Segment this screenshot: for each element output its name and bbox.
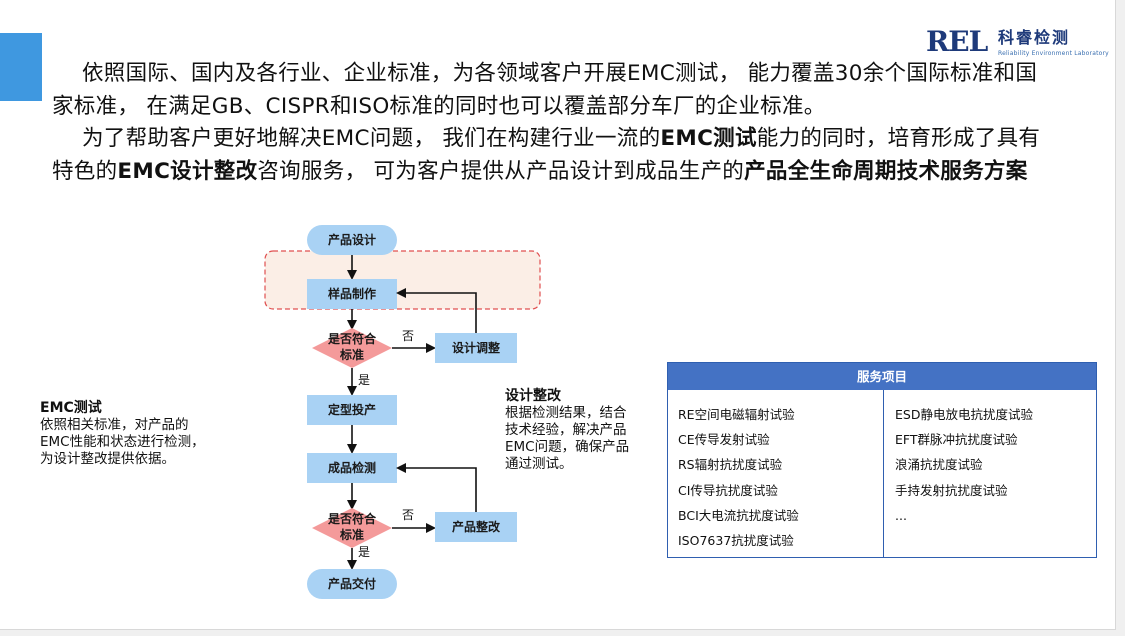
design-fix-line: 根据检测结果，结合 bbox=[505, 405, 627, 421]
service-item: 手持发射抗扰度试验 bbox=[895, 482, 1008, 498]
node-product-rectify-label: 产品整改 bbox=[452, 519, 501, 534]
node-sample-making-label: 样品制作 bbox=[328, 286, 376, 301]
intro-p2-text-c: 能力的同时，培育形成了具有特色的 bbox=[52, 126, 1041, 184]
label-yes-2: 是 bbox=[358, 545, 370, 559]
intro-text: 依照国际、国内及各行业、企业标准，为各领域客户开展EMC测试， 能力覆盖30余个… bbox=[52, 58, 1052, 188]
node-sample-making: 样品制作 bbox=[307, 279, 397, 309]
decision-check-2: 是否符合 标准 bbox=[312, 508, 392, 548]
logo-english-name: Reliability Environment Laboratory bbox=[998, 50, 1109, 57]
label-yes-1: 是 bbox=[358, 373, 370, 387]
node-design-adjust-label: 设计调整 bbox=[452, 340, 500, 355]
node-product-design-label: 产品设计 bbox=[328, 232, 376, 247]
emc-test-note: EMC测试 依照相关标准，对产品的 EMC性能和状态进行检测， 为设计整改提供依… bbox=[40, 400, 205, 468]
emc-test-title: EMC测试 bbox=[40, 400, 102, 416]
decision-check-2-line1: 是否符合 bbox=[327, 511, 377, 526]
emc-test-line: 依照相关标准，对产品的 bbox=[40, 417, 189, 433]
intro-paragraph-1: 依照国际、国内及各行业、企业标准，为各领域客户开展EMC测试， 能力覆盖30余个… bbox=[52, 61, 1038, 119]
design-fix-line: 通过测试。 bbox=[505, 456, 573, 472]
service-table-header: 服务项目 bbox=[668, 363, 1096, 390]
service-item: EFT群脉冲抗扰度试验 bbox=[895, 432, 1018, 448]
node-finalize-production-label: 定型投产 bbox=[328, 402, 376, 417]
node-finalize-production: 定型投产 bbox=[307, 395, 397, 425]
node-product-inspection: 成品检测 bbox=[307, 453, 397, 483]
decision-check-1-line1: 是否符合 bbox=[327, 331, 377, 346]
intro-paragraph-2: 为了帮助客户更好地解决EMC问题， 我们在构建行业一流的EMC测试能力的同时，培… bbox=[52, 123, 1052, 188]
service-item: CE传导发射试验 bbox=[678, 432, 770, 448]
company-logo: REL 科睿检测 Reliability Environment Laborat… bbox=[926, 25, 1109, 64]
emc-test-line: 为设计整改提供依据。 bbox=[40, 451, 175, 467]
arrow-rectify-back-to-inspect bbox=[396, 463, 477, 512]
logo-rel-text: REL bbox=[926, 25, 988, 58]
arrow-adjust-back-to-sample bbox=[396, 288, 477, 333]
node-design-adjust: 设计调整 bbox=[435, 333, 517, 363]
service-item: ISO7637抗扰度试验 bbox=[678, 533, 794, 549]
label-no-2: 否 bbox=[402, 508, 414, 522]
label-no-1: 否 bbox=[402, 329, 414, 343]
decision-check-2-line2: 标准 bbox=[339, 527, 364, 542]
service-item: RE空间电磁辐射试验 bbox=[678, 407, 795, 422]
service-item: CI传导抗扰度试验 bbox=[678, 482, 778, 498]
service-item: BCI大电流抗扰度试验 bbox=[678, 507, 799, 523]
design-fix-note: 设计整改 根据检测结果，结合 技术经验，解决产品 EMC问题，确保产品 通过测试… bbox=[505, 388, 629, 473]
intro-p2-text-e: 咨询服务， 可为客户提供从产品设计到成品生产的 bbox=[257, 158, 745, 184]
intro-p2-text-a: 为了帮助客户更好地解决EMC问题， 我们在构建行业一流的 bbox=[82, 126, 661, 151]
node-product-rectify: 产品整改 bbox=[435, 512, 517, 542]
intro-p2-emc-test: EMC测试 bbox=[660, 126, 757, 151]
design-fix-line: 技术经验，解决产品 bbox=[505, 422, 627, 438]
node-product-delivery: 产品交付 bbox=[307, 569, 397, 599]
service-item: 浪涌抗扰度试验 bbox=[895, 457, 983, 473]
service-item: RS辐射抗扰度试验 bbox=[678, 457, 783, 473]
design-fix-title: 设计整改 bbox=[505, 388, 561, 404]
node-product-design: 产品设计 bbox=[307, 225, 397, 255]
service-column-left: RE空间电磁辐射试验 CE传导发射试验 RS辐射抗扰度试验 CI传导抗扰度试验 … bbox=[668, 390, 884, 557]
intro-p2-emc-design: EMC设计整改 bbox=[117, 158, 258, 184]
service-item: ESD静电放电抗扰度试验 bbox=[895, 407, 1033, 422]
service-table-body: RE空间电磁辐射试验 CE传导发射试验 RS辐射抗扰度试验 CI传导抗扰度试验 … bbox=[668, 390, 1096, 557]
service-table: 服务项目 RE空间电磁辐射试验 CE传导发射试验 RS辐射抗扰度试验 CI传导抗… bbox=[667, 362, 1097, 558]
intro-p2-lifecycle: 产品全生命周期技术服务方案 bbox=[744, 158, 1028, 184]
decision-check-1: 是否符合 标准 bbox=[312, 328, 392, 368]
design-fix-line: EMC问题，确保产品 bbox=[505, 439, 630, 455]
node-product-inspection-label: 成品检测 bbox=[328, 460, 376, 475]
service-item: ... bbox=[895, 507, 907, 523]
emc-test-line: EMC性能和状态进行检测， bbox=[40, 434, 205, 450]
node-product-delivery-label: 产品交付 bbox=[328, 576, 376, 591]
decision-check-1-line2: 标准 bbox=[339, 347, 364, 362]
service-column-right: ESD静电放电抗扰度试验 EFT群脉冲抗扰度试验 浪涌抗扰度试验 手持发射抗扰度… bbox=[884, 390, 1096, 557]
logo-chinese-name: 科睿检测 bbox=[998, 28, 1071, 47]
sample-zone-dashed bbox=[264, 250, 541, 310]
accent-bar bbox=[0, 33, 42, 101]
